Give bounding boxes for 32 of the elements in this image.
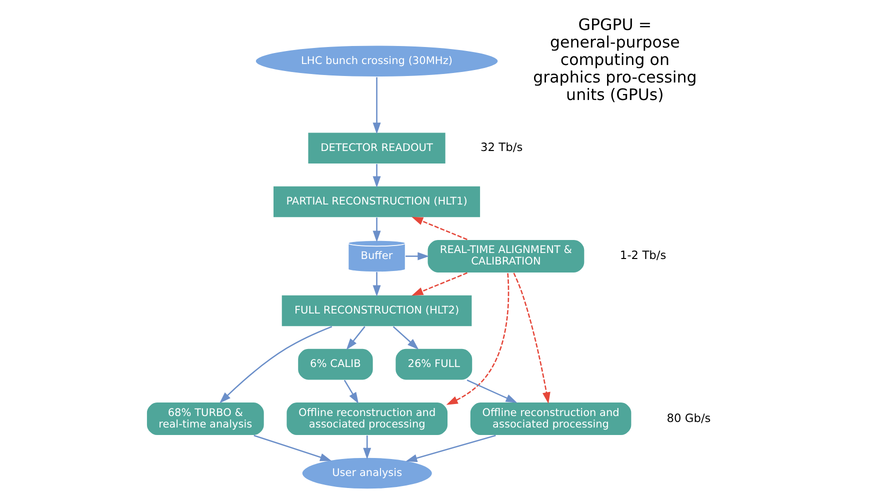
- label: 1-2 Tb/s: [619, 248, 666, 262]
- label: 32 Tb/s: [480, 140, 522, 154]
- label: 80 Gb/s: [666, 410, 710, 425]
- arrow: [411, 216, 467, 240]
- arrow: [405, 252, 429, 260]
- arrow: [466, 380, 517, 403]
- node-box: DETECTOR READOUT: [306, 132, 446, 164]
- arrow: [512, 272, 550, 404]
- arrow: [372, 164, 380, 188]
- arrow: [253, 434, 332, 462]
- node-box: Offline reconstruction and associated processing: [469, 402, 632, 436]
- arrow: [405, 434, 496, 462]
- node-ellipse: User analysis: [300, 457, 432, 490]
- node-box: 26% FULL: [394, 348, 472, 381]
- arrow: [392, 326, 418, 350]
- arrow: [346, 326, 365, 350]
- arrow: [411, 272, 467, 296]
- node-box: 6% CALIB: [296, 348, 374, 381]
- node-box: PARTIAL RECONSTRUCTION (HLT1): [272, 185, 480, 218]
- arrow: [362, 436, 371, 460]
- arrow: [372, 218, 380, 242]
- node-box: Offline reconstruction and associated processing: [285, 402, 448, 436]
- arrow: [343, 380, 358, 404]
- node-box: FULL RECONSTRUCTION (HLT2): [280, 294, 472, 327]
- arrow: [218, 326, 332, 404]
- node-ellipse: LHC bunch crossing (30MHz): [254, 44, 498, 78]
- arrow: [372, 272, 380, 297]
- arrow: [372, 77, 380, 134]
- label: GPGPU = general-purpose computing on graphics pro-cessing units (GPUs): [532, 14, 696, 104]
- arrow: [446, 273, 509, 405]
- node-box: REAL-TIME ALIGNMENT & CALIBRATION: [426, 239, 585, 274]
- node-box: 68% TURBO & real-time analysis: [146, 402, 264, 436]
